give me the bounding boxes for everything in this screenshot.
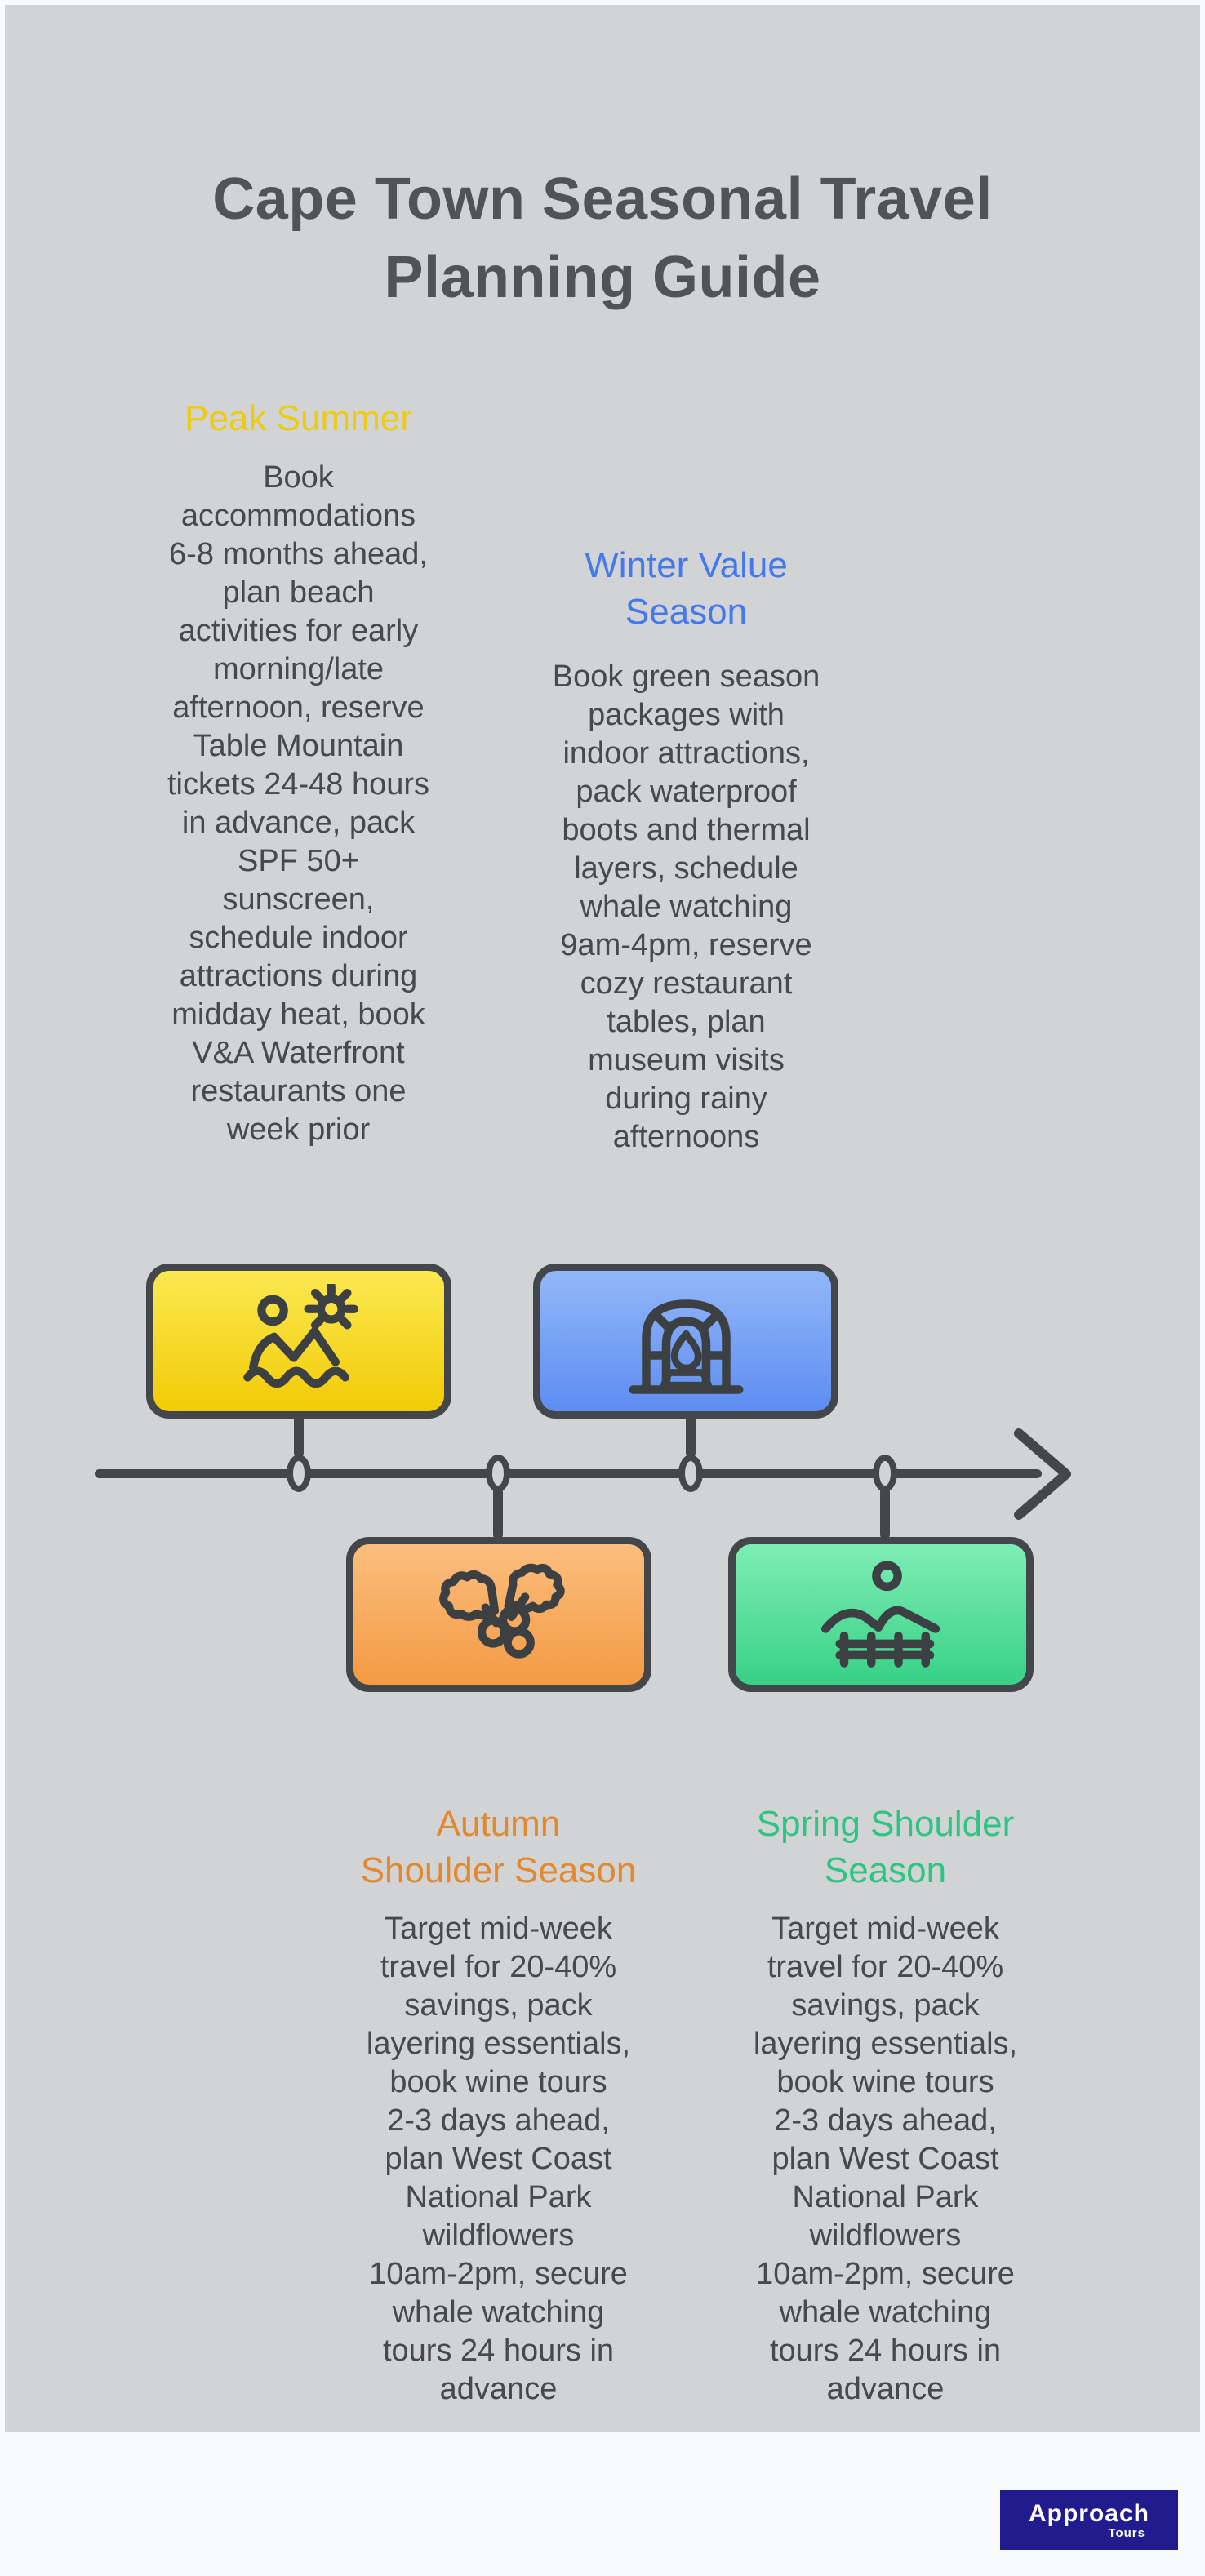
connector-autumn [493,1487,503,1539]
season-icon-box-spring [728,1537,1034,1692]
season-body-autumn: Target mid-week travel for 20-40% saving… [366,1912,631,2406]
mountain-fence-icon [820,1561,940,1668]
season-body-peak-summer: Book accommodations 6-8 months ahead, pl… [167,460,430,1147]
brand-name: Approach [1028,2500,1149,2527]
season-icon-box-autumn [346,1537,651,1692]
season-heading-autumn: Autumn Shoulder Season [360,1804,637,1890]
season-icon-box-peak-summer [146,1264,451,1419]
season-body-winter: Book green season packages with indoor a… [552,660,820,1154]
beach-swimmer-sun-icon [242,1284,358,1388]
fireplace-icon [629,1299,743,1394]
season-icon-box-winter [533,1264,838,1419]
brand-subtitle: Tours [1108,2526,1145,2540]
holly-berries-icon [438,1563,565,1659]
timeline-node-spring [873,1455,897,1492]
season-heading-spring: Spring Shoulder Season [756,1804,1015,1890]
background-canvas [5,5,1200,2432]
timeline-arrowhead-icon [1014,1428,1071,1520]
timeline-node-autumn [486,1455,510,1492]
timeline-node-peak-summer [287,1455,311,1492]
connector-peak-summer [294,1415,304,1458]
timeline-line [95,1469,1042,1478]
season-heading-winter: Winter Value Season [585,545,788,632]
connector-spring [880,1487,890,1539]
season-heading-peak-summer: Peak Summer [185,398,412,438]
brand-logo: Approach Tours [1000,2490,1178,2550]
connector-winter [686,1415,696,1458]
season-body-spring: Target mid-week travel for 20-40% saving… [753,1912,1018,2406]
infographic-title: Cape Town Seasonal Travel Planning Guide [212,167,993,310]
timeline-node-winter [678,1455,703,1492]
